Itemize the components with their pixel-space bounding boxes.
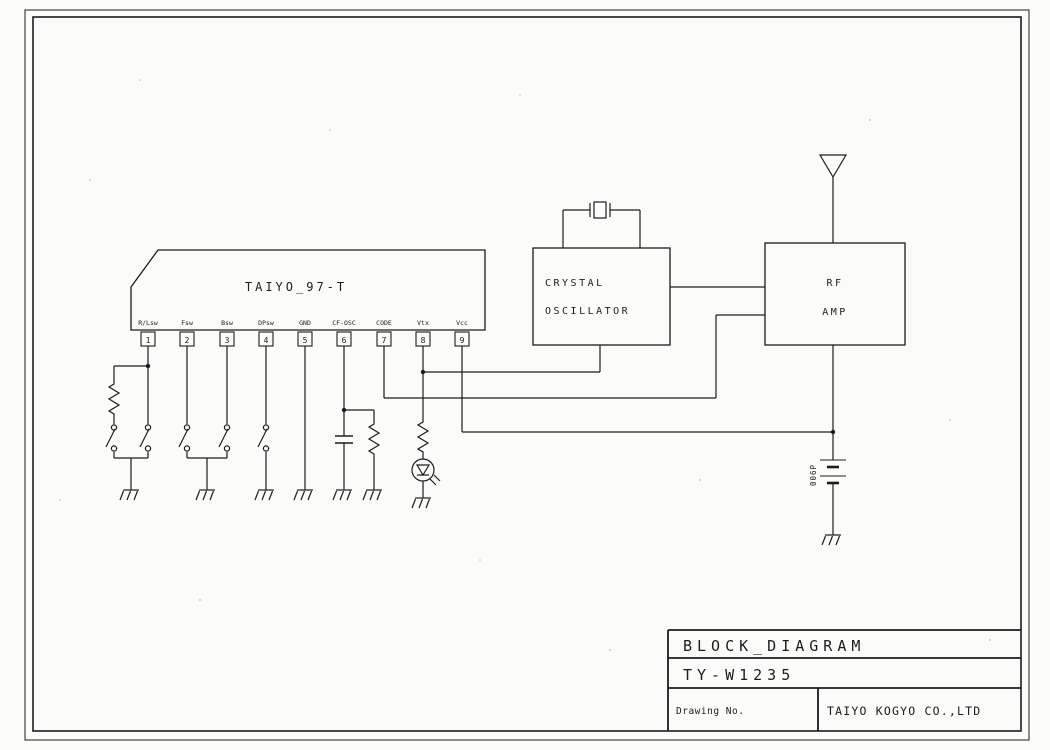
pin-label: Fsw <box>181 319 193 327</box>
battery-symbol <box>818 458 848 485</box>
pin6-circuit <box>332 346 383 501</box>
drawing-no-label: Drawing No. <box>676 706 744 717</box>
pin-number: 5 <box>303 336 308 345</box>
switch-symbol <box>105 424 118 452</box>
pin-number: 9 <box>460 336 465 345</box>
resistor-symbol <box>108 379 120 417</box>
pin-number: 3 <box>225 336 230 345</box>
ic-block: TAIYO_97-T <box>130 249 486 331</box>
switch-symbol <box>139 424 152 452</box>
rf-amp-outline <box>764 242 906 346</box>
crystal-oscillator-block: CRYSTAL OSCILLATOR <box>532 201 765 346</box>
ic-pins: R/Lsw 1 Fsw 2 Bsw 3 DPsw 4 GND 5 CF-OSC … <box>138 319 470 347</box>
pin-number: 4 <box>264 336 269 345</box>
ic-pin: Vtx 8 <box>415 319 431 347</box>
ic-pin: Bsw 3 <box>219 319 235 347</box>
led-symbol <box>411 458 441 486</box>
ground-symbol <box>411 497 432 509</box>
title-block-model: TY-W1235 <box>683 666 795 684</box>
switch-symbol <box>178 424 191 452</box>
ground-symbol <box>293 489 314 501</box>
pin-number: 6 <box>342 336 347 345</box>
ic-pin: R/Lsw 1 <box>138 319 158 347</box>
ground-symbol <box>119 489 140 501</box>
ground-symbol <box>821 534 842 546</box>
crystal-oscillator-label-line2: OSCILLATOR <box>545 306 630 317</box>
junction-dot <box>830 429 836 435</box>
pin2-pin3-circuit <box>178 346 231 501</box>
battery-label: 006P <box>809 464 818 486</box>
pin-number: 2 <box>185 336 190 345</box>
title-block: BLOCK_DIAGRAM TY-W1235 Drawing No. TAIYO… <box>667 629 1021 731</box>
company-name: TAIYO KOGYO CO.,LTD <box>827 704 981 718</box>
ic-label: TAIYO_97-T <box>245 280 347 294</box>
pin-label: Vtx <box>417 319 429 327</box>
ic-pin: GND 5 <box>297 319 313 347</box>
ic-pin: Fsw 2 <box>179 319 195 347</box>
ground-symbol <box>332 489 353 501</box>
pin-label: GND <box>299 319 311 327</box>
pin-number: 7 <box>382 336 387 345</box>
pin-label: DPsw <box>258 319 274 327</box>
pin-label: CODE <box>376 319 392 327</box>
pin-label: Bsw <box>221 319 233 327</box>
ic-pin: Vcc 9 <box>454 319 470 347</box>
ground-symbol <box>254 489 275 501</box>
pin8-circuit <box>411 345 601 509</box>
antenna-icon <box>819 154 847 178</box>
pin5-circuit <box>293 346 314 501</box>
capacitor-symbol <box>334 435 354 444</box>
ic-outline <box>130 249 486 331</box>
ground-symbol <box>362 489 383 501</box>
title-block-title: BLOCK_DIAGRAM <box>683 637 865 655</box>
pin4-circuit <box>254 346 275 501</box>
pin-label: R/Lsw <box>138 319 158 327</box>
pin-label: Vcc <box>456 319 468 327</box>
pin1-circuit <box>105 346 152 501</box>
scan-noise <box>59 79 991 651</box>
rf-amp-label-line1: RF <box>826 278 843 289</box>
crystal-symbol <box>589 201 611 219</box>
crystal-oscillator-label-line1: CRYSTAL <box>545 278 605 289</box>
rf-amp-label-line2: AMP <box>822 307 848 318</box>
pin-number: 1 <box>146 336 151 345</box>
ic-pin: DPsw 4 <box>258 319 274 347</box>
rf-amp-block: RF AMP 006P <box>764 154 906 546</box>
resistor-symbol <box>368 419 380 457</box>
ground-symbol <box>195 489 216 501</box>
ic-pin: CODE 7 <box>376 319 392 347</box>
pin9-wire <box>461 346 833 433</box>
pin7-wire <box>383 314 765 399</box>
crystal-oscillator-outline <box>532 247 671 346</box>
switch-symbol <box>257 424 270 452</box>
ic-pin: CF-OSC 6 <box>332 319 356 347</box>
resistor-symbol <box>417 417 429 455</box>
page-border <box>24 9 1030 741</box>
pin-label: CF-OSC <box>332 319 356 327</box>
switch-symbol <box>218 424 231 452</box>
pin-number: 8 <box>421 336 426 345</box>
